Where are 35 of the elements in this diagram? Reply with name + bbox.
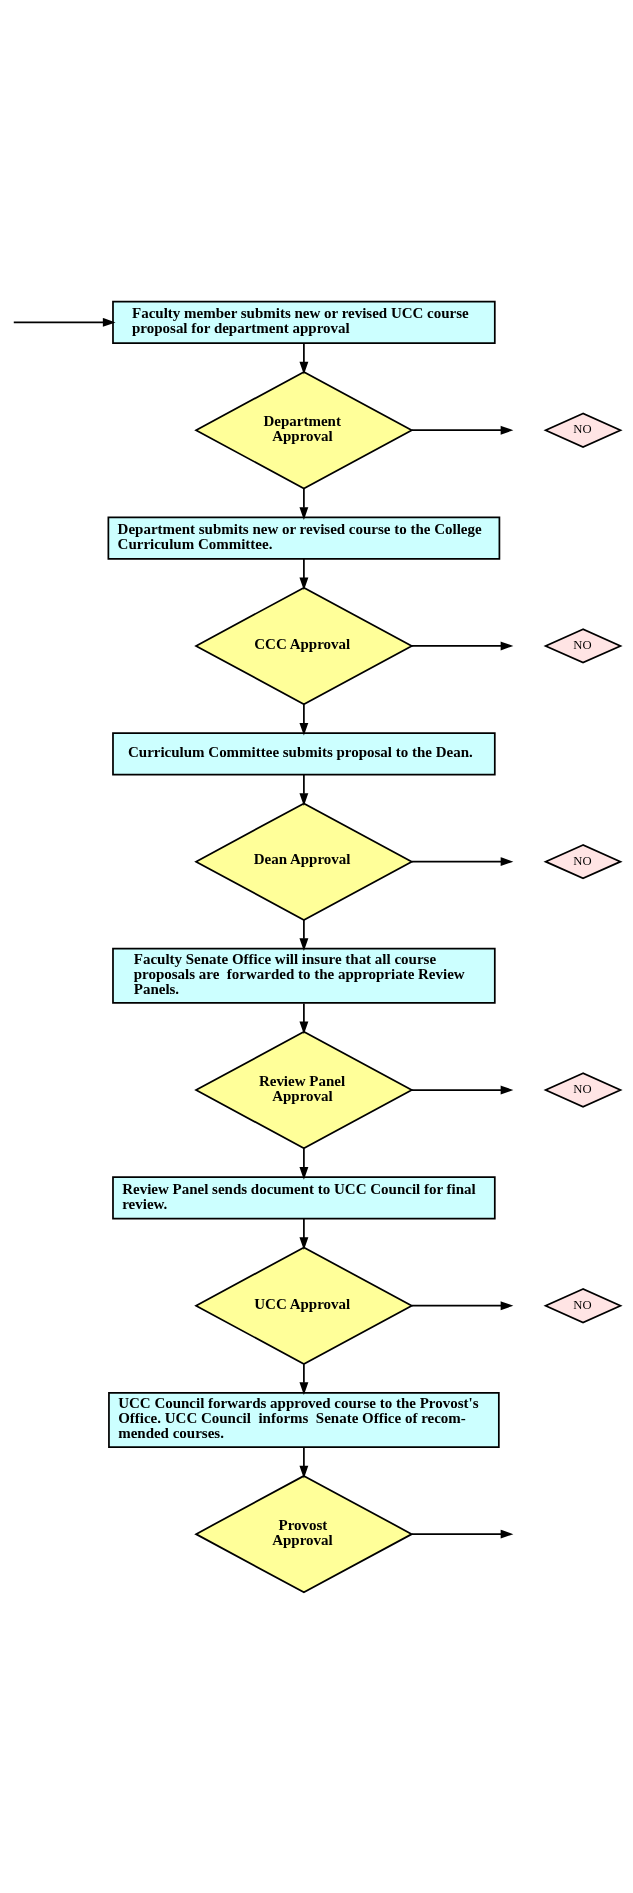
node-diamond: Review Panel Approval	[194, 1030, 414, 1149]
node-diamond: NO	[543, 412, 623, 448]
arrow	[299, 1446, 309, 1478]
arrow	[410, 856, 514, 866]
node-box: Department submits new or revised course to the College Curriculum Committee.	[107, 515, 501, 560]
node-diamond: NO	[543, 1287, 623, 1323]
node-diamond: NO	[543, 627, 623, 664]
node-box: Faculty member submits new or revised UCC course proposal for department approval	[112, 300, 496, 344]
arrow	[410, 1300, 514, 1310]
arrow	[299, 1147, 309, 1180]
arrow	[299, 1217, 309, 1250]
node-box: UCC Council forwards approved course to the Provost's Office. UCC Council informs Senate Office of recom- mended courses.	[108, 1391, 500, 1448]
arrow	[299, 773, 309, 806]
node-box: Review Panel sends document to UCC Council for final review.	[112, 1175, 496, 1219]
node-diamond: NO	[543, 843, 623, 879]
node-diamond: Dean Approval	[194, 801, 414, 921]
arrow	[299, 487, 309, 520]
arrow	[299, 703, 309, 736]
arrow	[299, 918, 309, 951]
arrow	[410, 1529, 514, 1539]
arrow	[12, 317, 116, 327]
node-box: Faculty Senate Office will insure that all course proposals are forwarded to the appropriate Review Panels.	[112, 947, 496, 1004]
node-diamond: Department Approval	[194, 370, 414, 489]
arrow	[410, 1085, 514, 1094]
node-diamond: CCC Approval	[194, 586, 414, 705]
node-diamond: NO	[543, 1071, 623, 1108]
arrow	[410, 425, 514, 435]
arrow	[299, 557, 309, 590]
arrow	[299, 342, 309, 374]
node-diamond: UCC Approval	[194, 1246, 414, 1365]
arrow	[410, 641, 514, 650]
node-diamond: Provost Approval	[194, 1474, 414, 1593]
arrow	[299, 1362, 309, 1395]
node-box: Curriculum Committee submits proposal to the Dean.	[112, 731, 496, 775]
arrow	[299, 1002, 309, 1034]
